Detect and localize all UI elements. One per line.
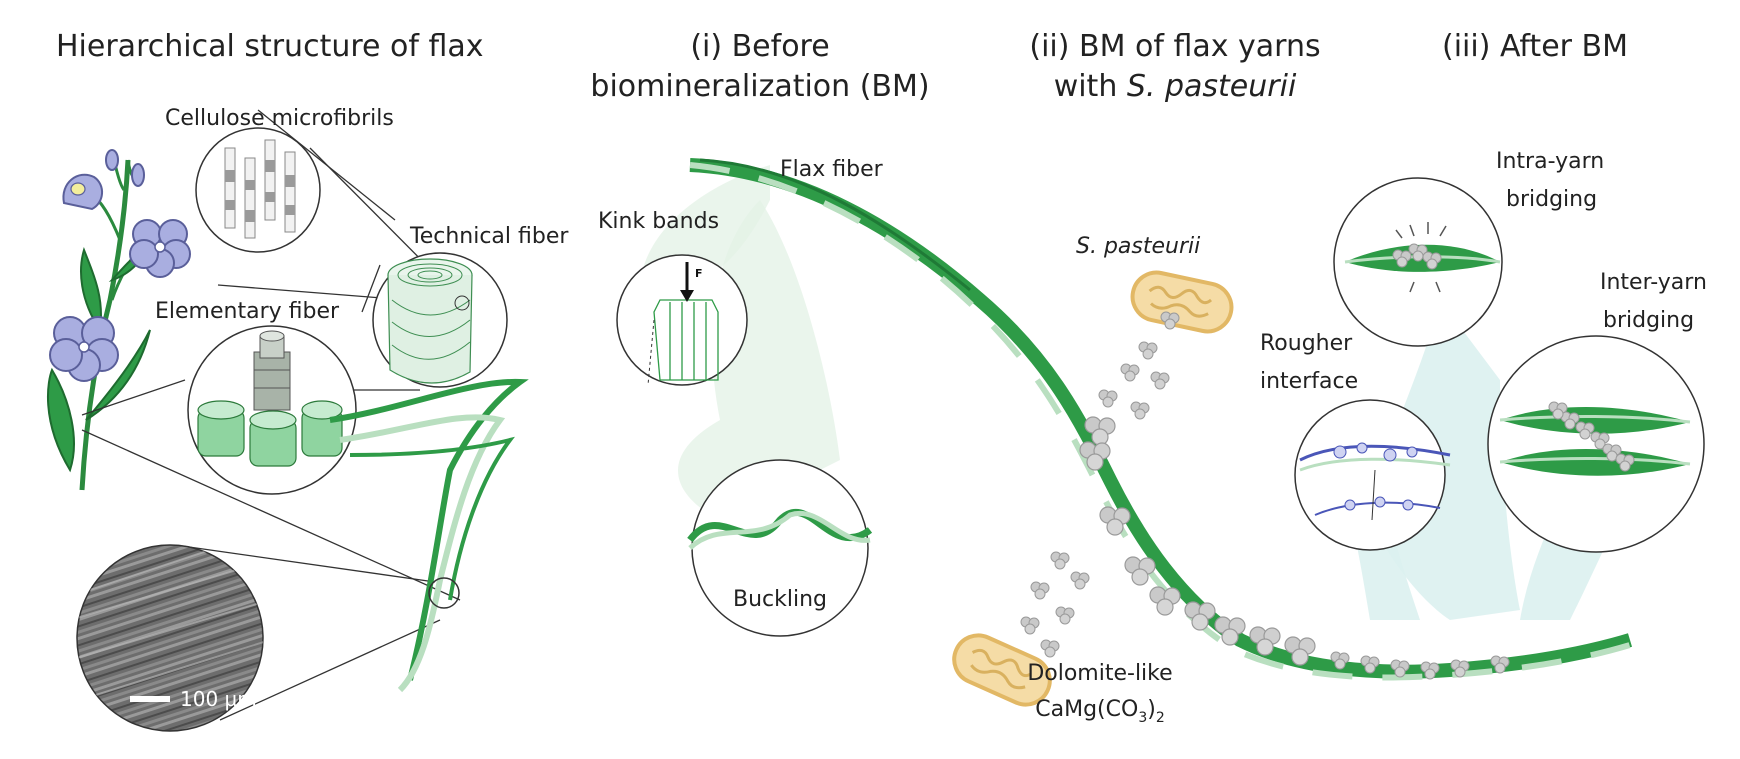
flax-plant-icon xyxy=(47,149,191,491)
technical-fiber-inset xyxy=(372,252,508,388)
force-label: F xyxy=(695,267,703,280)
title-bm-line1: (ii) BM of flax yarns xyxy=(1029,29,1320,64)
title-after-bm: (iii) After BM xyxy=(1442,29,1628,64)
label-dolomite-formula: CaMg(CO3)2 xyxy=(1035,697,1165,726)
flax-yarn-strands xyxy=(329,378,529,693)
main-flax-fiber xyxy=(689,158,1633,681)
elementary-fiber-inset xyxy=(187,325,357,495)
label-inter-yarn-line2: bridging xyxy=(1603,308,1694,333)
formula-base: CaMg(CO xyxy=(1035,697,1138,722)
title-bm-species: S. pasteurii xyxy=(1127,69,1297,104)
zoom-marker xyxy=(428,577,460,609)
title-bm-line2: with S. pasteurii xyxy=(1054,69,1297,104)
label-cellulose-microfibrils: Cellulose microfibrils xyxy=(165,106,394,131)
label-rougher: Rougher xyxy=(1260,331,1353,356)
label-dolomite-like: Dolomite-like xyxy=(1027,661,1172,686)
label-technical-fiber: Technical fiber xyxy=(409,224,569,249)
scale-bar-label: 100 µm xyxy=(180,687,257,711)
title-bm-line2-prefix: with xyxy=(1054,69,1127,104)
label-inter-yarn-line1: Inter-yarn xyxy=(1600,270,1707,295)
bacterium-icon xyxy=(1126,266,1238,338)
buckling-inset xyxy=(687,459,873,637)
label-interface-text: interface xyxy=(1260,369,1358,394)
intra-yarn-bridging-inset xyxy=(1333,177,1503,347)
formula-sub-3: 3 xyxy=(1138,710,1147,726)
inter-yarn-bridging-inset xyxy=(1487,335,1705,553)
label-buckling: Buckling xyxy=(733,587,827,612)
rougher-interface-inset xyxy=(1294,399,1451,551)
title-before-line2: biomineralization (BM) xyxy=(590,69,929,104)
label-intra-yarn-line2: bridging xyxy=(1506,187,1597,212)
title-hierarchical-structure: Hierarchical structure of flax xyxy=(56,29,484,64)
label-flax-fiber: Flax fiber xyxy=(780,157,884,182)
title-before-line1: (i) Before xyxy=(690,29,829,64)
sem-micrograph xyxy=(76,544,264,732)
zoom-connector-lines xyxy=(81,109,471,721)
label-kink-bands: Kink bands xyxy=(598,209,719,234)
formula-sub-2: 2 xyxy=(1156,710,1165,726)
formula-close: ) xyxy=(1147,697,1156,722)
label-elementary-fiber: Elementary fiber xyxy=(155,299,340,324)
cellulose-microfibrils-inset xyxy=(195,127,321,253)
label-intra-yarn-line1: Intra-yarn xyxy=(1496,149,1604,174)
kink-bands-inset xyxy=(616,254,748,386)
label-s-pasteurii: S. pasteurii xyxy=(1076,234,1200,259)
